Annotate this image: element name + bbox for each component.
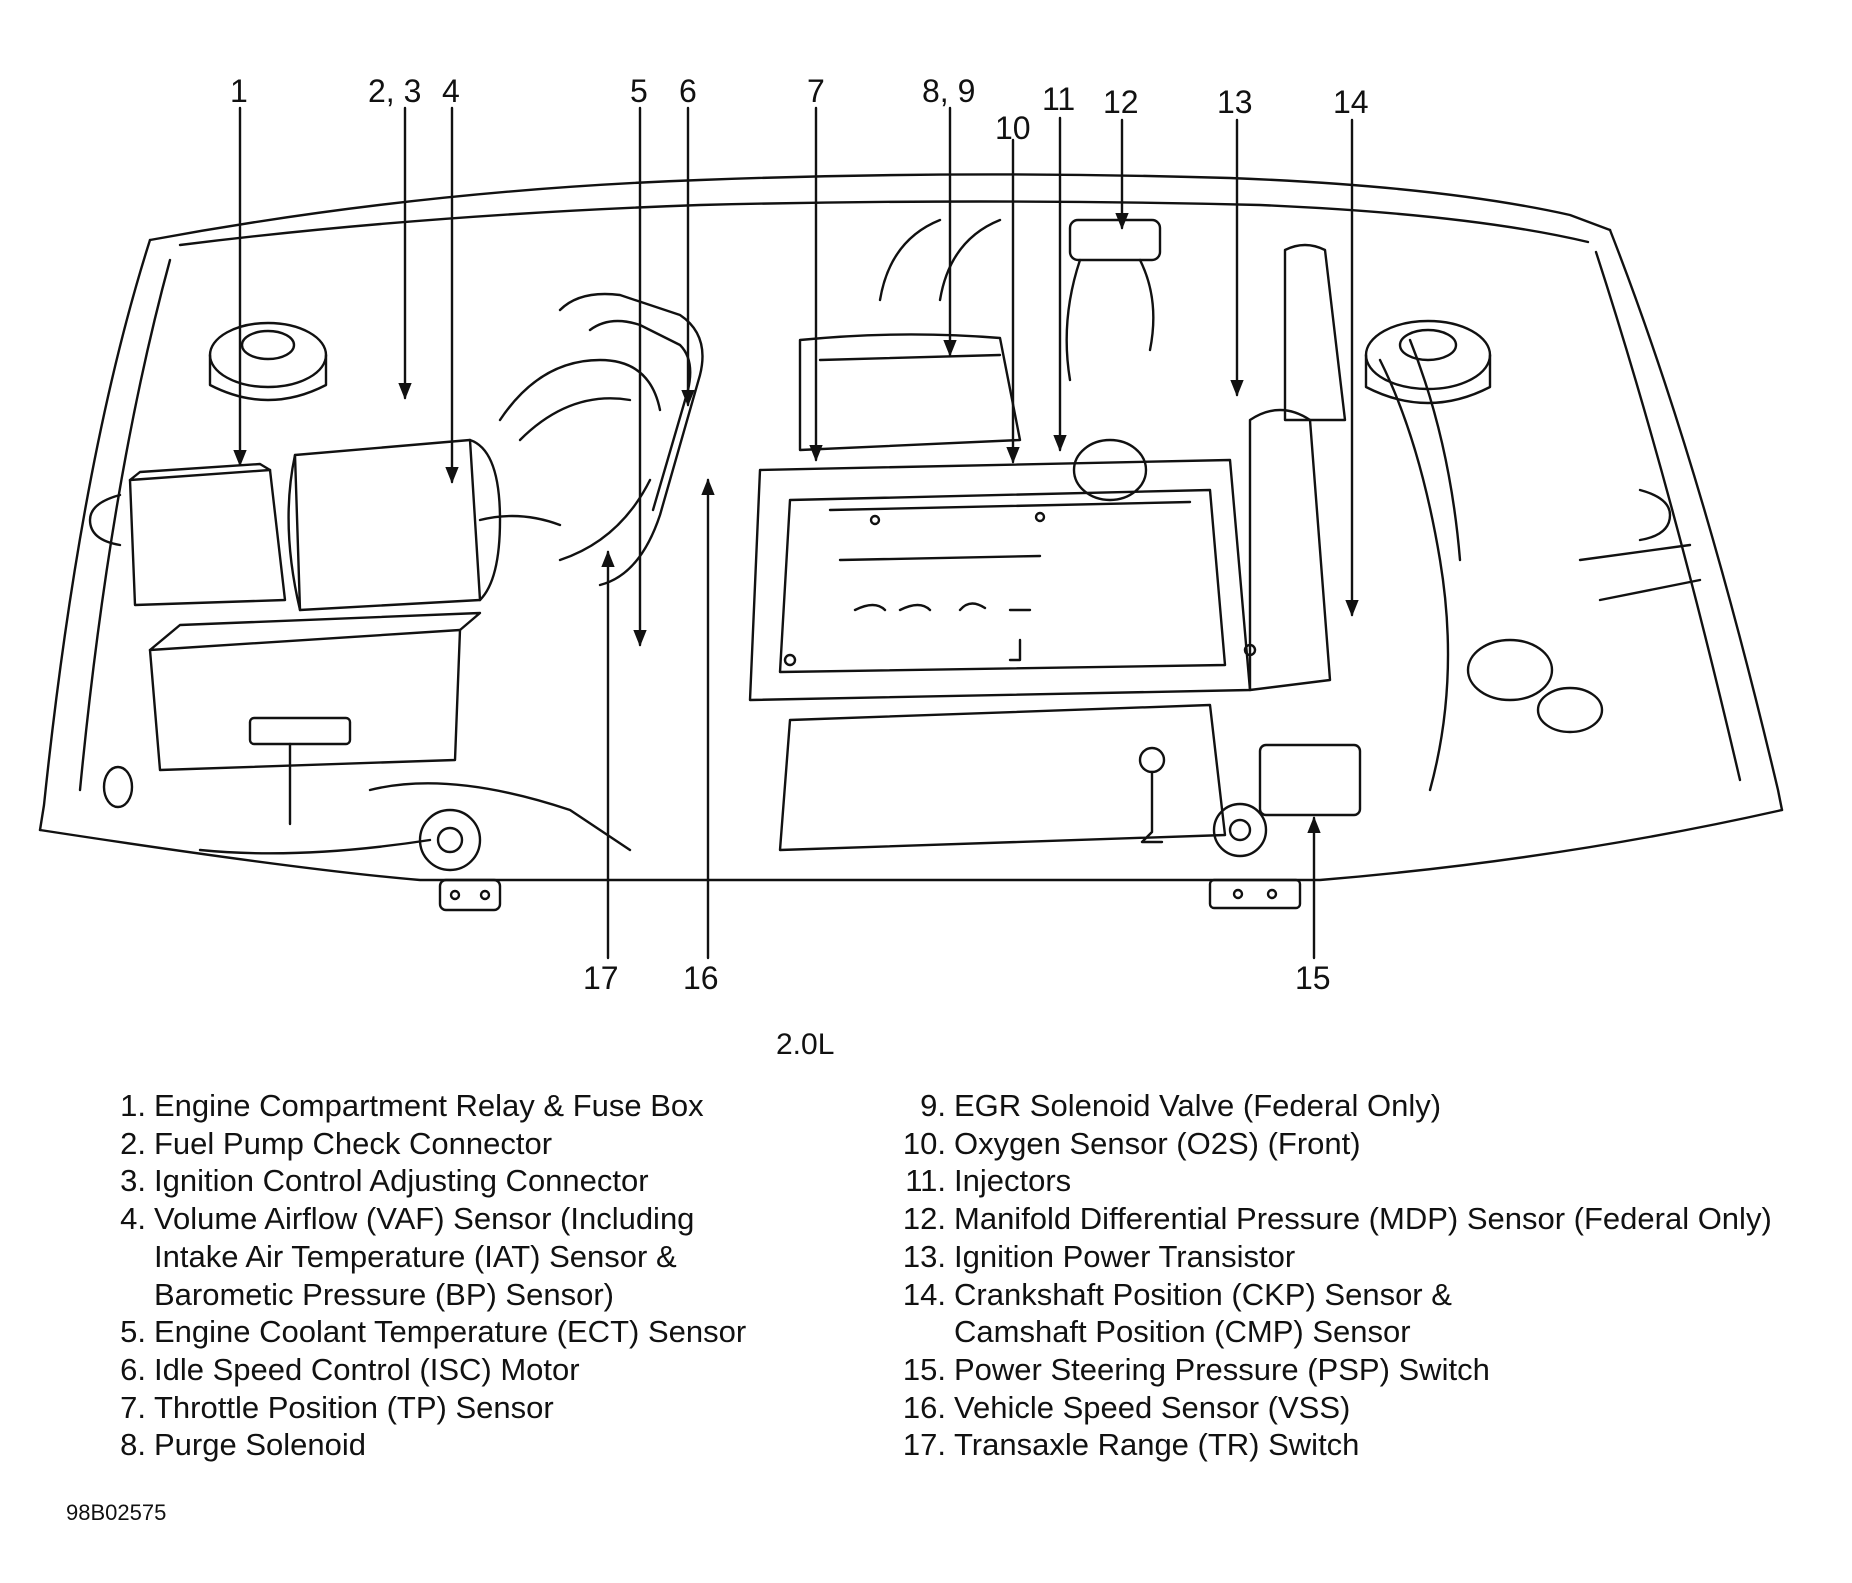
callout-5: 5 xyxy=(630,73,648,109)
legend-text: Barometic Pressure (BP) Sensor) xyxy=(154,1276,614,1312)
callout-4: 4 xyxy=(442,73,460,109)
legend-text: Oxygen Sensor (O2S) (Front) xyxy=(954,1125,1361,1161)
legend-num: 16. xyxy=(902,1389,946,1425)
legend-item: 8.Purge Solenoid xyxy=(100,1426,746,1464)
callout-1: 1 xyxy=(230,73,248,109)
fuse-box xyxy=(128,462,287,607)
legend-item: 11.Injectors xyxy=(884,1162,1772,1200)
legend-item: 15.Power Steering Pressure (PSP) Switch xyxy=(884,1351,1772,1389)
air-cleaner xyxy=(287,358,662,612)
legend-text: Intake Air Temperature (IAT) Sensor & xyxy=(154,1238,677,1274)
callout-2-3: 2, 3 xyxy=(368,73,422,109)
legend-item-continuation: Intake Air Temperature (IAT) Sensor & xyxy=(100,1238,746,1276)
legend-text: Fuel Pump Check Connector xyxy=(154,1125,553,1161)
legend-text: Camshaft Position (CMP) Sensor xyxy=(954,1314,1411,1350)
legend-left: 1.Engine Compartment Relay & Fuse Box 2.… xyxy=(100,1087,746,1464)
legend-num: 5. xyxy=(120,1314,146,1350)
engine-caption: 2.0L xyxy=(776,1028,835,1061)
legend-item: 4.Volume Airflow (VAF) Sensor (Including xyxy=(100,1200,746,1238)
legend-text: EGR Solenoid Valve (Federal Only) xyxy=(954,1088,1442,1123)
legend-item: 12.Manifold Differential Pressure (MDP) … xyxy=(884,1200,1772,1238)
legend-num: 2. xyxy=(120,1125,146,1161)
callout-15: 15 xyxy=(1295,960,1331,996)
callout-8-9: 8, 9 xyxy=(922,73,976,109)
legend-item: 10.Oxygen Sensor (O2S) (Front) xyxy=(884,1125,1772,1163)
legend-item-continuation: Camshaft Position (CMP) Sensor xyxy=(884,1313,1772,1351)
leader-lines xyxy=(233,106,1359,960)
legend-num: 15. xyxy=(902,1351,946,1387)
ignition-transistor-housing xyxy=(1248,243,1347,692)
legend-text: Crankshaft Position (CKP) Sensor & xyxy=(954,1276,1452,1312)
callout-14: 14 xyxy=(1333,84,1369,120)
engine-block xyxy=(748,458,1257,702)
legend-item: 14.Crankshaft Position (CKP) Sensor & xyxy=(884,1276,1772,1314)
legend-text: Idle Speed Control (ISC) Motor xyxy=(154,1351,580,1387)
legend-item: 9.EGR Solenoid Valve (Federal Only) xyxy=(884,1087,1772,1125)
legend-text: Volume Airflow (VAF) Sensor (Including xyxy=(154,1201,695,1237)
callout-10: 10 xyxy=(995,110,1031,146)
legend-text: Throttle Position (TP) Sensor xyxy=(154,1389,554,1425)
lower-left-parts xyxy=(102,765,632,872)
legend-text: Vehicle Speed Sensor (VSS) xyxy=(954,1389,1351,1425)
legend-num: 9. xyxy=(920,1088,946,1123)
legend-num: 14. xyxy=(902,1276,946,1312)
legend-text: Engine Coolant Temperature (ECT) Sensor xyxy=(154,1314,747,1350)
right-hoses-and-reservoirs xyxy=(1212,338,1702,858)
legend-item-continuation: Barometic Pressure (BP) Sensor) xyxy=(100,1276,746,1314)
legend-item: 3.Ignition Control Adjusting Connector xyxy=(100,1162,746,1200)
legend-text: Ignition Power Transistor xyxy=(954,1238,1296,1274)
legend-item: 7.Throttle Position (TP) Sensor xyxy=(100,1389,746,1427)
callout-12: 12 xyxy=(1103,84,1139,120)
front-fixtures xyxy=(438,878,1302,912)
oil-pan-and-dipstick xyxy=(778,703,1227,852)
legend-item: 16.Vehicle Speed Sensor (VSS) xyxy=(884,1389,1772,1427)
legend-text: Engine Compartment Relay & Fuse Box xyxy=(154,1088,704,1123)
hood-outline xyxy=(38,173,1784,882)
legend-text: Purge Solenoid xyxy=(154,1427,366,1463)
legend-num: 11. xyxy=(905,1163,946,1199)
legend-num: 1. xyxy=(120,1088,146,1123)
strut-tower-left xyxy=(208,321,328,402)
figure-code: 98B02575 xyxy=(66,1500,167,1525)
callout-13: 13 xyxy=(1217,84,1253,120)
legend-item: 2.Fuel Pump Check Connector xyxy=(100,1125,746,1163)
callout-11: 11 xyxy=(1042,81,1076,117)
legend-item: 1.Engine Compartment Relay & Fuse Box xyxy=(100,1087,746,1125)
legend-num: 12. xyxy=(902,1201,946,1237)
legend-text: Injectors xyxy=(954,1163,1072,1199)
legend-text: Transaxle Range (TR) Switch xyxy=(954,1427,1360,1463)
intake-duct xyxy=(558,292,704,587)
legend-num: 13. xyxy=(902,1238,946,1274)
legend-item: 13.Ignition Power Transistor xyxy=(884,1238,1772,1276)
legend-text: Manifold Differential Pressure (MDP) Sen… xyxy=(954,1201,1772,1237)
legend-num: 3. xyxy=(120,1163,146,1199)
legend-text: Power Steering Pressure (PSP) Switch xyxy=(954,1351,1490,1387)
legend-num: 8. xyxy=(120,1427,146,1463)
callout-17: 17 xyxy=(583,960,619,996)
battery xyxy=(148,611,482,826)
callout-7: 7 xyxy=(807,73,825,109)
legend-item: 6.Idle Speed Control (ISC) Motor xyxy=(100,1351,746,1389)
intake-manifold xyxy=(798,218,1148,502)
legend-item: 5.Engine Coolant Temperature (ECT) Senso… xyxy=(100,1313,746,1351)
legend-right: 9.EGR Solenoid Valve (Federal Only) 10.O… xyxy=(884,1087,1772,1464)
callout-6: 6 xyxy=(679,73,697,109)
callout-16: 16 xyxy=(683,960,719,996)
legend-item: 17.Transaxle Range (TR) Switch xyxy=(884,1426,1772,1464)
legend-num: 7. xyxy=(120,1389,146,1425)
legend-num: 17. xyxy=(902,1427,946,1463)
legend-num: 10. xyxy=(902,1125,946,1161)
legend-num: 4. xyxy=(120,1201,146,1237)
legend-num: 6. xyxy=(120,1351,146,1387)
legend-text: Ignition Control Adjusting Connector xyxy=(154,1163,649,1199)
mdp-sensor xyxy=(1065,218,1162,382)
